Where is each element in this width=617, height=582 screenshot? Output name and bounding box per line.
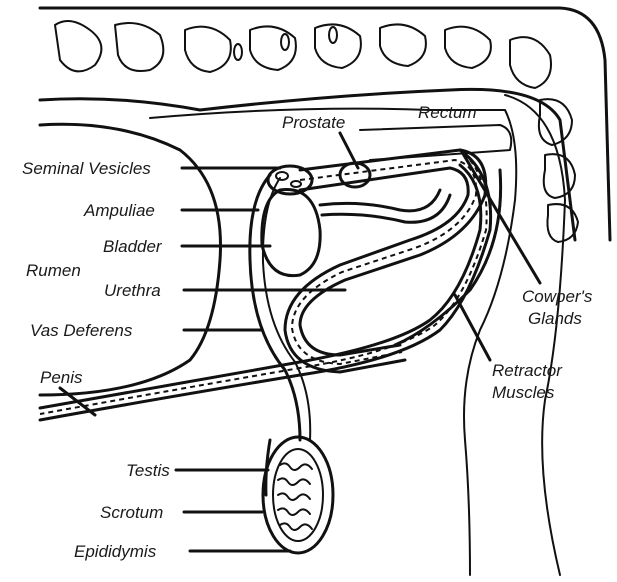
label-penis: Penis: [40, 368, 83, 387]
label-scrotum: Scrotum: [100, 503, 163, 522]
label-testis: Testis: [126, 461, 170, 480]
label-rumen: Rumen: [26, 261, 81, 280]
label-bladder: Bladder: [103, 237, 163, 256]
label-urethra: Urethra: [104, 281, 161, 300]
label-retractor-muscles-line1: Retractor: [492, 361, 563, 380]
label-cowpers-glands-line1: Cowper's: [522, 287, 593, 306]
label-retractor-muscles-line2: Muscles: [492, 383, 555, 402]
testis-scrotum: [263, 437, 333, 553]
label-cowpers-glands-line2: Glands: [528, 309, 582, 328]
label-ampullae: Ampuliae: [83, 201, 155, 220]
rectum: [360, 125, 511, 160]
bladder: [262, 190, 320, 276]
label-seminal-vesicles: Seminal Vesicles: [22, 159, 151, 178]
label-rectum: Rectum: [418, 103, 477, 122]
label-vas-deferens: Vas Deferens: [30, 321, 133, 340]
vas-deferens-tube: [250, 175, 300, 440]
vas-deferens-tube-inner: [263, 178, 310, 440]
rear-body-outline: [505, 95, 565, 575]
label-epididymis: Epididymis: [74, 542, 157, 561]
label-prostate: Prostate: [282, 113, 345, 132]
